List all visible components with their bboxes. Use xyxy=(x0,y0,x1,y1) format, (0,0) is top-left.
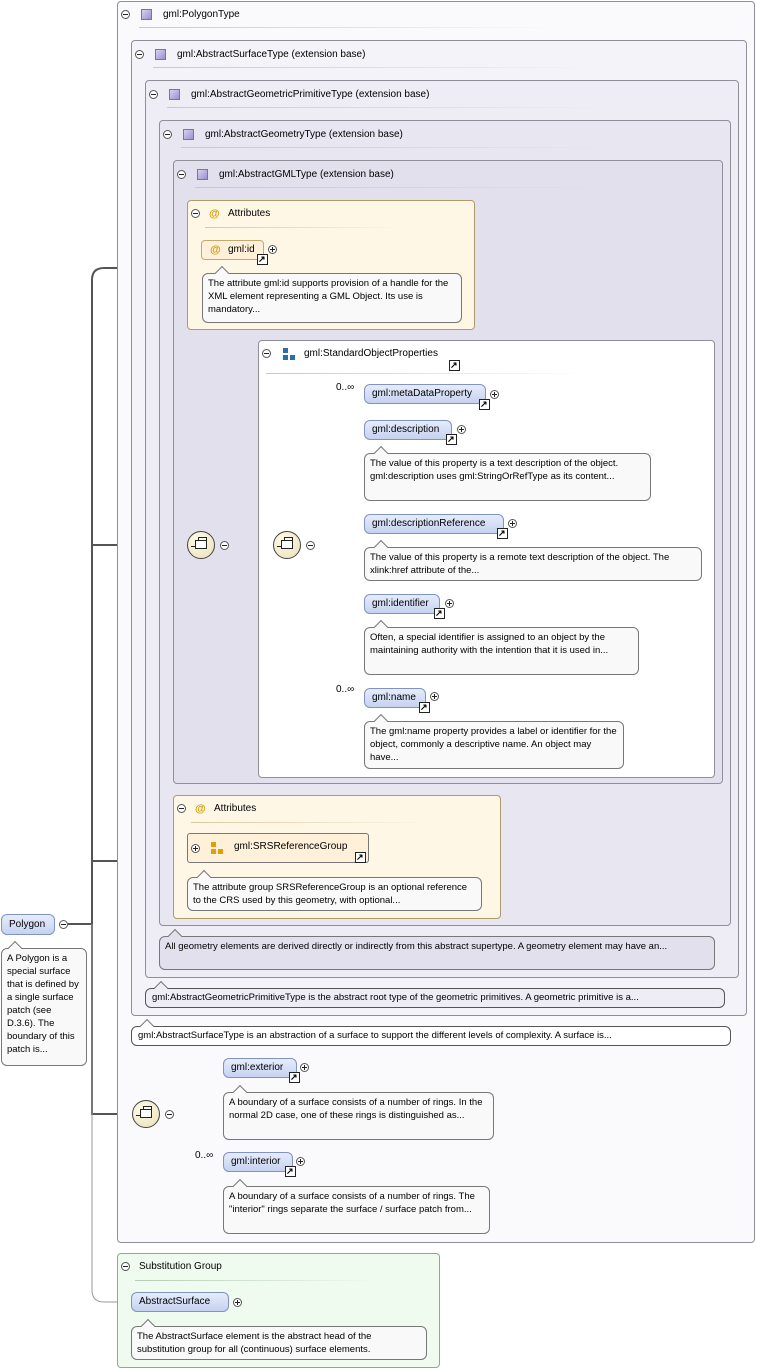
interior-doc: A boundary of a surface consists of a nu… xyxy=(223,1186,490,1234)
attributes-title: Attributes xyxy=(214,803,257,814)
expand-icon[interactable] xyxy=(268,245,277,254)
polygon-type-rule xyxy=(139,27,559,28)
complex-type-icon xyxy=(183,129,194,140)
expand-icon[interactable] xyxy=(490,390,499,399)
gml-type-rule xyxy=(195,187,615,188)
primitive-type-title: gml:AbstractGeometricPrimitiveType (exte… xyxy=(191,89,430,100)
complex-type-icon xyxy=(197,169,208,180)
expand-icon[interactable] xyxy=(430,692,439,701)
element-description[interactable]: gml:description xyxy=(364,420,452,440)
surface-type-rule xyxy=(153,67,593,68)
element-interior[interactable]: gml:interior xyxy=(223,1152,293,1172)
element-descriptionreference[interactable]: gml:descriptionReference xyxy=(364,514,504,534)
primitive-type-doc: gml:AbstractGeometricPrimitiveType is th… xyxy=(145,988,725,1008)
link-icon[interactable] xyxy=(289,1071,300,1083)
collapse-sequence-icon[interactable] xyxy=(165,1110,174,1119)
standard-props-title: gml:StandardObjectProperties xyxy=(304,348,438,359)
attribute-group-icon-part xyxy=(218,849,223,854)
link-icon[interactable] xyxy=(257,253,268,265)
attributes-title: Attributes xyxy=(228,208,271,219)
cardinality-label: 0..∞ xyxy=(195,1150,214,1161)
collapse-polygon-type-icon[interactable] xyxy=(121,10,130,19)
element-name[interactable]: gml:name xyxy=(364,688,426,708)
sequence-compositor-icon[interactable] xyxy=(273,531,301,559)
attribute-icon: @ xyxy=(210,244,221,256)
polygon-doc: A Polygon is a special surface that is d… xyxy=(1,948,87,1066)
collapse-gml-type-icon[interactable] xyxy=(177,170,186,179)
gml-id-label: gml:id xyxy=(228,244,255,255)
expand-icon[interactable] xyxy=(300,1063,309,1072)
primitive-type-rule xyxy=(167,107,607,108)
complex-type-icon xyxy=(169,89,180,100)
collapse-geometry-type-icon[interactable] xyxy=(163,130,172,139)
element-abstractsurface[interactable]: AbstractSurface xyxy=(131,1292,229,1312)
attribute-icon: @ xyxy=(195,803,206,815)
attributes-rule xyxy=(191,822,431,823)
collapse-standard-props-icon[interactable] xyxy=(262,349,271,358)
sequence-compositor-icon[interactable] xyxy=(132,1100,160,1128)
srs-reference-group-label: gml:SRSReferenceGroup xyxy=(234,841,348,852)
expand-icon[interactable] xyxy=(457,425,466,434)
link-icon[interactable] xyxy=(419,701,430,713)
collapse-attributes-icon[interactable] xyxy=(191,209,200,218)
srs-reference-group-doc: The attribute group SRSReferenceGroup is… xyxy=(187,877,482,911)
collapse-sequence-icon[interactable] xyxy=(220,541,229,550)
substitution-rule xyxy=(135,1280,375,1281)
element-identifier[interactable]: gml:identifier xyxy=(364,594,440,614)
gml-type-title: gml:AbstractGMLType (extension base) xyxy=(219,169,394,180)
surface-type-title: gml:AbstractSurfaceType (extension base) xyxy=(177,49,366,60)
gml-id-attribute[interactable]: @ gml:id xyxy=(201,240,264,260)
link-icon[interactable] xyxy=(434,607,445,619)
collapse-attributes-icon[interactable] xyxy=(177,804,186,813)
sequence-compositor-icon[interactable] xyxy=(187,531,215,559)
attribute-group-icon-part xyxy=(211,849,216,854)
link-icon[interactable] xyxy=(355,851,366,863)
name-doc: The gml:name property provides a label o… xyxy=(364,721,624,769)
gml-id-doc: The attribute gml:id supports provision … xyxy=(202,273,462,323)
link-icon[interactable] xyxy=(497,527,508,539)
polygon-type-title: gml:PolygonType xyxy=(163,9,240,20)
collapse-surface-type-icon[interactable] xyxy=(135,50,144,59)
substitution-group-title: Substitution Group xyxy=(139,1261,222,1272)
expand-icon[interactable] xyxy=(508,519,517,528)
link-icon[interactable] xyxy=(449,359,460,371)
attributes-rule xyxy=(205,227,405,228)
collapse-substitution-icon[interactable] xyxy=(121,1262,130,1271)
surface-type-doc: gml:AbstractSurfaceType is an abstractio… xyxy=(131,1026,731,1046)
complex-type-icon xyxy=(141,9,152,20)
complex-type-icon xyxy=(155,49,166,60)
collapse-primitive-type-icon[interactable] xyxy=(149,90,158,99)
link-icon[interactable] xyxy=(446,433,457,445)
geometry-type-title: gml:AbstractGeometryType (extension base… xyxy=(205,129,403,140)
group-icon-part xyxy=(283,355,288,360)
attribute-icon: @ xyxy=(209,208,220,220)
srs-reference-group[interactable]: gml:SRSReferenceGroup xyxy=(187,833,369,863)
cardinality-label: 0..∞ xyxy=(336,382,355,393)
element-metadataproperty[interactable]: gml:metaDataProperty xyxy=(364,384,486,404)
expand-icon[interactable] xyxy=(445,599,454,608)
attribute-group-icon xyxy=(211,842,216,847)
geometry-type-rule xyxy=(181,147,611,148)
standard-props-rule xyxy=(266,373,586,374)
description-doc: The value of this property is a text des… xyxy=(364,453,651,501)
element-polygon[interactable]: Polygon xyxy=(1,914,55,935)
identifier-doc: Often, a special identifier is assigned … xyxy=(364,627,639,675)
cardinality-label: 0..∞ xyxy=(336,684,355,695)
description-reference-doc: The value of this property is a remote t… xyxy=(364,547,702,581)
group-icon xyxy=(283,348,288,353)
expand-icon[interactable] xyxy=(296,1157,305,1166)
element-exterior[interactable]: gml:exterior xyxy=(223,1058,297,1078)
expand-icon[interactable] xyxy=(233,1298,242,1307)
geometry-type-doc: All geometry elements are derived direct… xyxy=(159,936,715,970)
link-icon[interactable] xyxy=(285,1165,296,1177)
abstract-surface-doc: The AbstractSurface element is the abstr… xyxy=(131,1326,427,1360)
expand-icon[interactable] xyxy=(191,844,200,853)
link-icon[interactable] xyxy=(479,398,490,410)
exterior-doc: A boundary of a surface consists of a nu… xyxy=(223,1092,494,1140)
collapse-sequence-icon[interactable] xyxy=(306,541,315,550)
group-icon-part xyxy=(290,355,295,360)
collapse-polygon-icon[interactable] xyxy=(59,920,68,929)
